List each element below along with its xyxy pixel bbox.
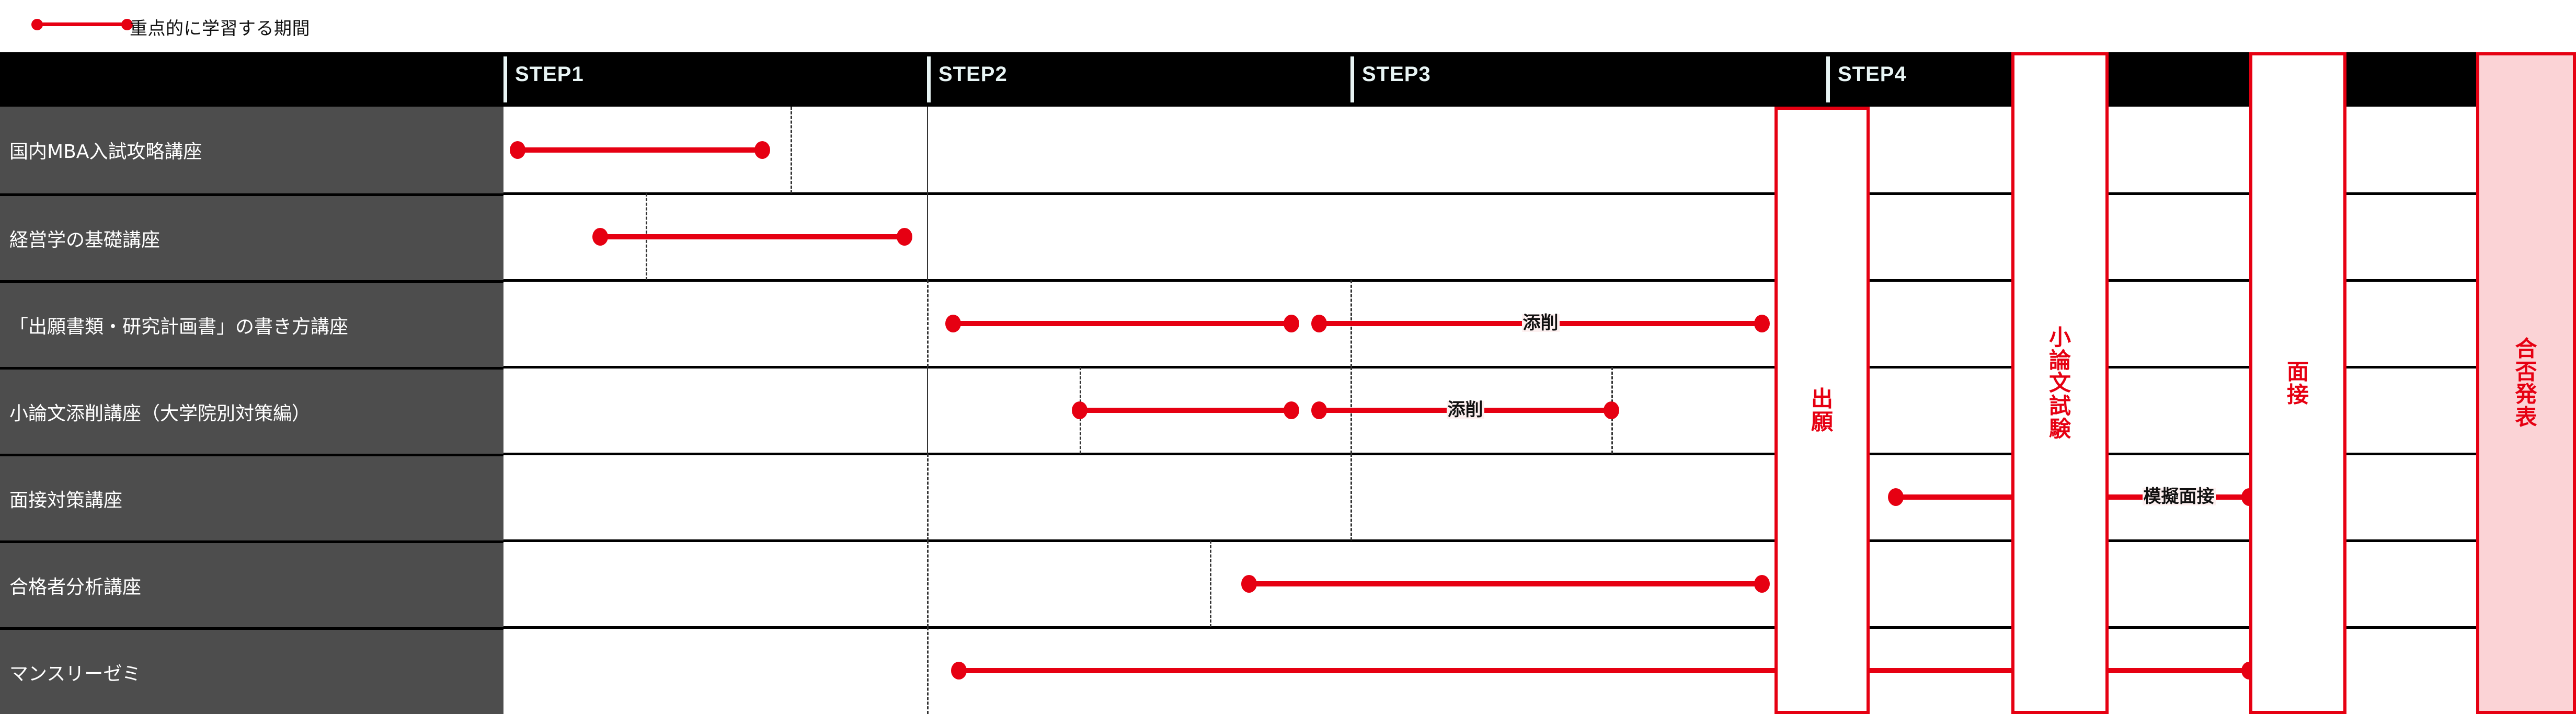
plot-area: 添削添削模擬面接 [503, 107, 2576, 714]
bar-end-dot-icon [1754, 315, 1770, 332]
study-period-bar [2109, 668, 2249, 673]
solid-guide-line [927, 367, 928, 454]
milestone-label: 出願 [1811, 386, 1833, 434]
row-divider [503, 366, 2576, 368]
step-header-step1: STEP1 [515, 63, 584, 86]
bar-end-dot-icon [1604, 401, 1619, 419]
row-divider [503, 279, 2576, 282]
bar-end-dot-icon [1284, 315, 1299, 332]
bar-start-dot-icon [1311, 401, 1327, 419]
dashed-guide-line [791, 107, 792, 193]
bar-end-dot-icon [1284, 401, 1299, 419]
milestone-label: 面接 [2286, 359, 2309, 407]
row-divider [503, 539, 2576, 542]
dashed-guide-line [927, 280, 929, 367]
bar-start-dot-icon [510, 141, 525, 159]
bar-end-dot-icon [1754, 575, 1770, 593]
bar-annotation-label: 模擬面接 [2142, 486, 2216, 507]
bar-end-dot-icon [897, 228, 912, 246]
course-row-label: 合格者分析講座 [0, 540, 503, 627]
course-row-label: 面接対策講座 [0, 454, 503, 540]
bar-start-dot-icon [1072, 401, 1087, 419]
dashed-guide-line [1210, 540, 1211, 627]
row-divider [503, 192, 2576, 195]
legend-label: 重点的に学習する期間 [130, 18, 310, 39]
step-divider-tick [927, 56, 931, 102]
study-period-bar [1249, 581, 1762, 586]
solid-guide-line [927, 107, 928, 193]
study-period-bar [518, 147, 762, 153]
legend: 重点的に学習する期間 [0, 0, 2576, 52]
step-divider-tick [1350, 56, 1354, 102]
bar-start-dot-icon [592, 228, 608, 246]
milestone-column-小論文試験: 小論文試験 [2011, 52, 2109, 714]
dashed-guide-line [927, 454, 929, 540]
course-row-label: 国内MBA入試攻略講座 [0, 107, 503, 193]
milestone-label: 合否発表 [2515, 336, 2537, 430]
bar-start-dot-icon [1888, 488, 1904, 506]
bar-annotation-label: 添削 [1521, 313, 1560, 333]
step-header-step3: STEP3 [1362, 63, 1431, 86]
course-row-label: 「出願書類・研究計画書」の書き方講座 [0, 280, 503, 367]
legend-marker-icon [29, 18, 134, 30]
step-divider-tick [503, 56, 507, 102]
dashed-guide-line [1350, 454, 1352, 540]
dashed-guide-line [927, 540, 929, 627]
step-header-band [0, 52, 2576, 107]
row-divider [503, 626, 2576, 629]
bar-annotation-label: 添削 [1446, 399, 1484, 420]
study-period-bar [959, 668, 2011, 673]
study-period-bar [1896, 494, 2011, 500]
step-header-step4: STEP4 [1838, 63, 1907, 86]
study-period-bar [1080, 408, 1291, 413]
bar-start-dot-icon [945, 315, 961, 332]
course-row-label: 経営学の基礎講座 [0, 193, 503, 280]
study-period-bar [953, 321, 1291, 326]
study-period-bar [600, 234, 905, 239]
bar-start-dot-icon [1311, 315, 1327, 332]
bar-start-dot-icon [1241, 575, 1257, 593]
milestone-column-出願: 出願 [1774, 107, 1870, 714]
milestone-label: 小論文試験 [2048, 324, 2071, 442]
dashed-guide-line [927, 627, 929, 714]
milestone-column-面接: 面接 [2249, 52, 2346, 714]
bar-start-dot-icon [951, 662, 967, 680]
step-header-step2: STEP2 [938, 63, 1007, 86]
course-row-label: マンスリーゼミ [0, 627, 503, 714]
course-label-column: 国内MBA入試攻略講座経営学の基礎講座「出願書類・研究計画書」の書き方講座小論文… [0, 107, 503, 714]
schedule-grid: STEP1 STEP2 STEP3 STEP4 国内MBA入試攻略講座経営学の基礎講座… [0, 52, 2576, 714]
milestone-column-合否発表: 合否発表 [2476, 52, 2576, 714]
step-divider-tick [1826, 56, 1830, 102]
row-divider [503, 453, 2576, 455]
solid-guide-line [927, 193, 928, 280]
bar-end-dot-icon [754, 141, 770, 159]
course-row-label: 小論文添削講座（大学院別対策編） [0, 367, 503, 454]
